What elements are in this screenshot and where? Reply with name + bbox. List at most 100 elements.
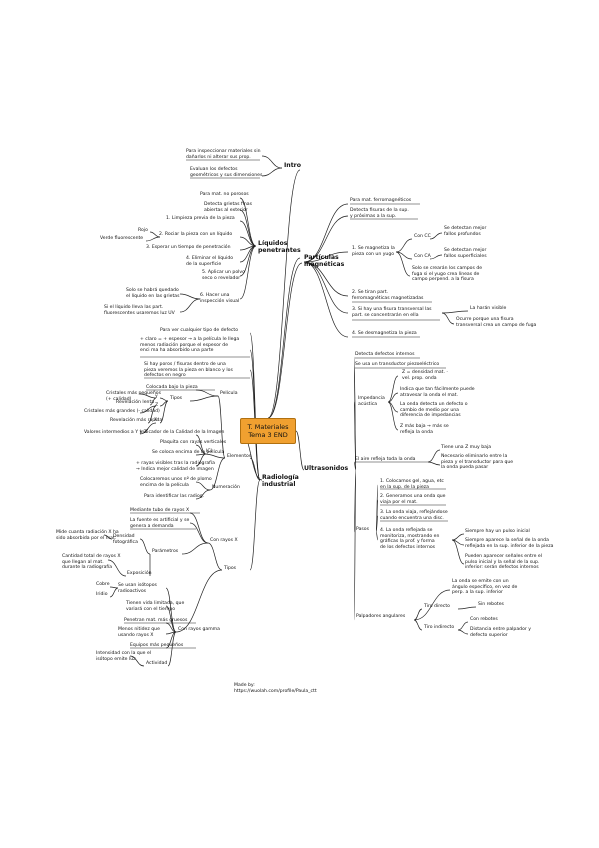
connector	[195, 453, 207, 467]
pelicula-tipos: Tipos	[170, 396, 183, 401]
connector	[267, 257, 301, 419]
tipos-rayos-gamma: Con rayos gamma	[178, 627, 220, 632]
connector	[375, 531, 379, 541]
branch-ultrasonidos[interactable]: Ultrasonidos	[304, 465, 349, 472]
pasos-item: 3. La onda viaja, reflejándose cuando en…	[380, 510, 448, 521]
connector	[195, 389, 219, 397]
connector	[303, 261, 349, 338]
ultrasonidos-item: Detecta defectos internos	[355, 352, 415, 357]
branch-intro[interactable]: Intro	[284, 162, 301, 169]
connector	[189, 395, 219, 402]
connector	[145, 236, 161, 242]
connector	[261, 155, 283, 169]
connector	[175, 569, 223, 633]
pasos-label: Pasos	[356, 527, 369, 532]
connector	[375, 515, 379, 533]
liquidos-item: Detecta grietas finas abiertas al exteri…	[204, 202, 252, 213]
intro-item: Evaluan los defectos geométricos y sus d…	[190, 167, 263, 178]
liquidos-note: Si el líquido lleva las part. fluorescen…	[104, 305, 175, 316]
connector	[387, 392, 399, 403]
connector	[353, 469, 357, 621]
connector	[167, 631, 177, 667]
connector	[395, 238, 413, 253]
exposicion-note: Cantidad total de rayos X que llegan al …	[62, 554, 121, 571]
reflejo-item: Necesario eliminarlo entre la pieza y el…	[441, 454, 514, 471]
reflejo-item: Tiene una Z muy baja	[441, 445, 492, 450]
particulas-cc: Con CC	[414, 234, 431, 239]
gamma-actividad: Actividad	[146, 661, 168, 666]
connector	[165, 631, 177, 649]
particulas-ca-note: Se detectan mejor fallos superficiales	[444, 248, 487, 259]
connector	[165, 587, 177, 633]
liquidos-color: Rojo	[138, 228, 148, 233]
particulas-item: Detecta fisuras de la sup. y próximas a …	[350, 208, 409, 219]
particulas-field-note: Solo se crearán los campos de fuga si el…	[412, 266, 483, 283]
connector	[239, 245, 257, 300]
ici-item: Plaquita con rayas verticales	[160, 440, 227, 445]
connector	[239, 220, 257, 247]
numeracion-item: Para identificar las radiog.	[144, 494, 205, 499]
rx-item: Mediante tubo de rayos X	[130, 508, 190, 513]
connector	[239, 197, 257, 247]
palpadores-top: La onda se emite con un ángulo específic…	[452, 579, 518, 596]
parametros-exposicion: Exposición	[127, 571, 152, 576]
connector	[159, 400, 169, 424]
central-topic-line1: T. Materiales	[247, 423, 289, 431]
pasos-note: Siempre aparece la señal de la onda refl…	[465, 538, 554, 549]
connector	[181, 542, 209, 555]
pelicula-top: Colocada bajo la pieza	[146, 385, 198, 390]
connector	[109, 587, 119, 598]
connector	[441, 310, 469, 314]
pasos-item: 4. La onda reflejada se monitoriza, most…	[380, 528, 440, 550]
connector	[353, 461, 357, 471]
connector	[295, 430, 305, 471]
particulas-note: La harán visible	[470, 306, 507, 311]
isotopo-name: Iridio	[96, 592, 108, 597]
particulas-note: Ocurre porque una fisura transversal cre…	[456, 317, 537, 328]
particulas-step: 2. Se tiran part. ferromagnéticas magnet…	[352, 290, 424, 301]
connector	[451, 539, 465, 565]
tipo-z-item: Revelación más rápida	[110, 418, 163, 423]
tipo-y-item: Cristales más pequeños (+ calidad)	[106, 391, 161, 402]
impedancia-formula: Z = densidad mat. · vel. prop. onda	[402, 370, 448, 381]
branch-particulas-magneticas[interactable]: Partículas magnéticas	[304, 254, 345, 268]
radiologia-item: Si hay poros / fisuras dentro de una pie…	[144, 362, 233, 379]
connector	[139, 393, 157, 399]
connector	[103, 534, 113, 540]
branch-liquidos-penetrantes[interactable]: Líquidos penetrantes	[258, 240, 301, 254]
connector	[387, 375, 399, 403]
tipo-z: Z	[155, 403, 159, 408]
liquidos-note: Solo se habrá quedado el líquido en las …	[126, 288, 180, 299]
liquidos-step: 3. Esperar un tiempo de penetración	[146, 245, 231, 250]
connector	[441, 312, 455, 325]
gamma-item: Penetran mat. más gruesos	[124, 618, 188, 623]
isotopo-name: Cobre	[96, 582, 110, 587]
liquidos-item: Para mat. no porosos	[200, 192, 249, 197]
particulas-cc-note: Se detectan mejor fallos profundos	[444, 226, 487, 237]
liquidos-step: 2. Rociar la pieza con un líquido	[159, 232, 233, 237]
connector	[189, 512, 209, 544]
parametros-densidad: Densidad fotográfica	[113, 534, 138, 545]
palpadores-directo: Tiro directo	[424, 604, 450, 609]
tipo-z-item: Cristales más grandes (- calidad)	[84, 409, 160, 414]
branch-radiologia-industrial[interactable]: Radiología industrial	[262, 474, 299, 488]
reflejo-label: El aire refleja toda la onda	[355, 457, 416, 462]
connector	[353, 401, 357, 471]
radiologia-numeracion: Numeración	[212, 485, 240, 490]
connector	[217, 395, 226, 459]
tipo-y: Y	[155, 395, 158, 400]
ici-item: Se coloca encima de la película	[152, 450, 225, 455]
central-topic[interactable]: T. Materiales Tema 3 END	[240, 418, 296, 444]
connector	[139, 405, 157, 414]
connector	[149, 397, 157, 406]
rx-parametros: Parámetros	[152, 549, 179, 554]
connector	[165, 605, 177, 633]
connector	[413, 608, 423, 621]
connector	[203, 453, 226, 459]
connector	[207, 542, 223, 571]
tipo-valores: Valores intermedios a Y y Z	[84, 430, 147, 435]
connector	[195, 489, 211, 500]
pasos-item: 1. Colocamos gel, agua, etc en la sup. d…	[380, 479, 444, 490]
gamma-item: Equipos más pequeños	[130, 643, 184, 648]
